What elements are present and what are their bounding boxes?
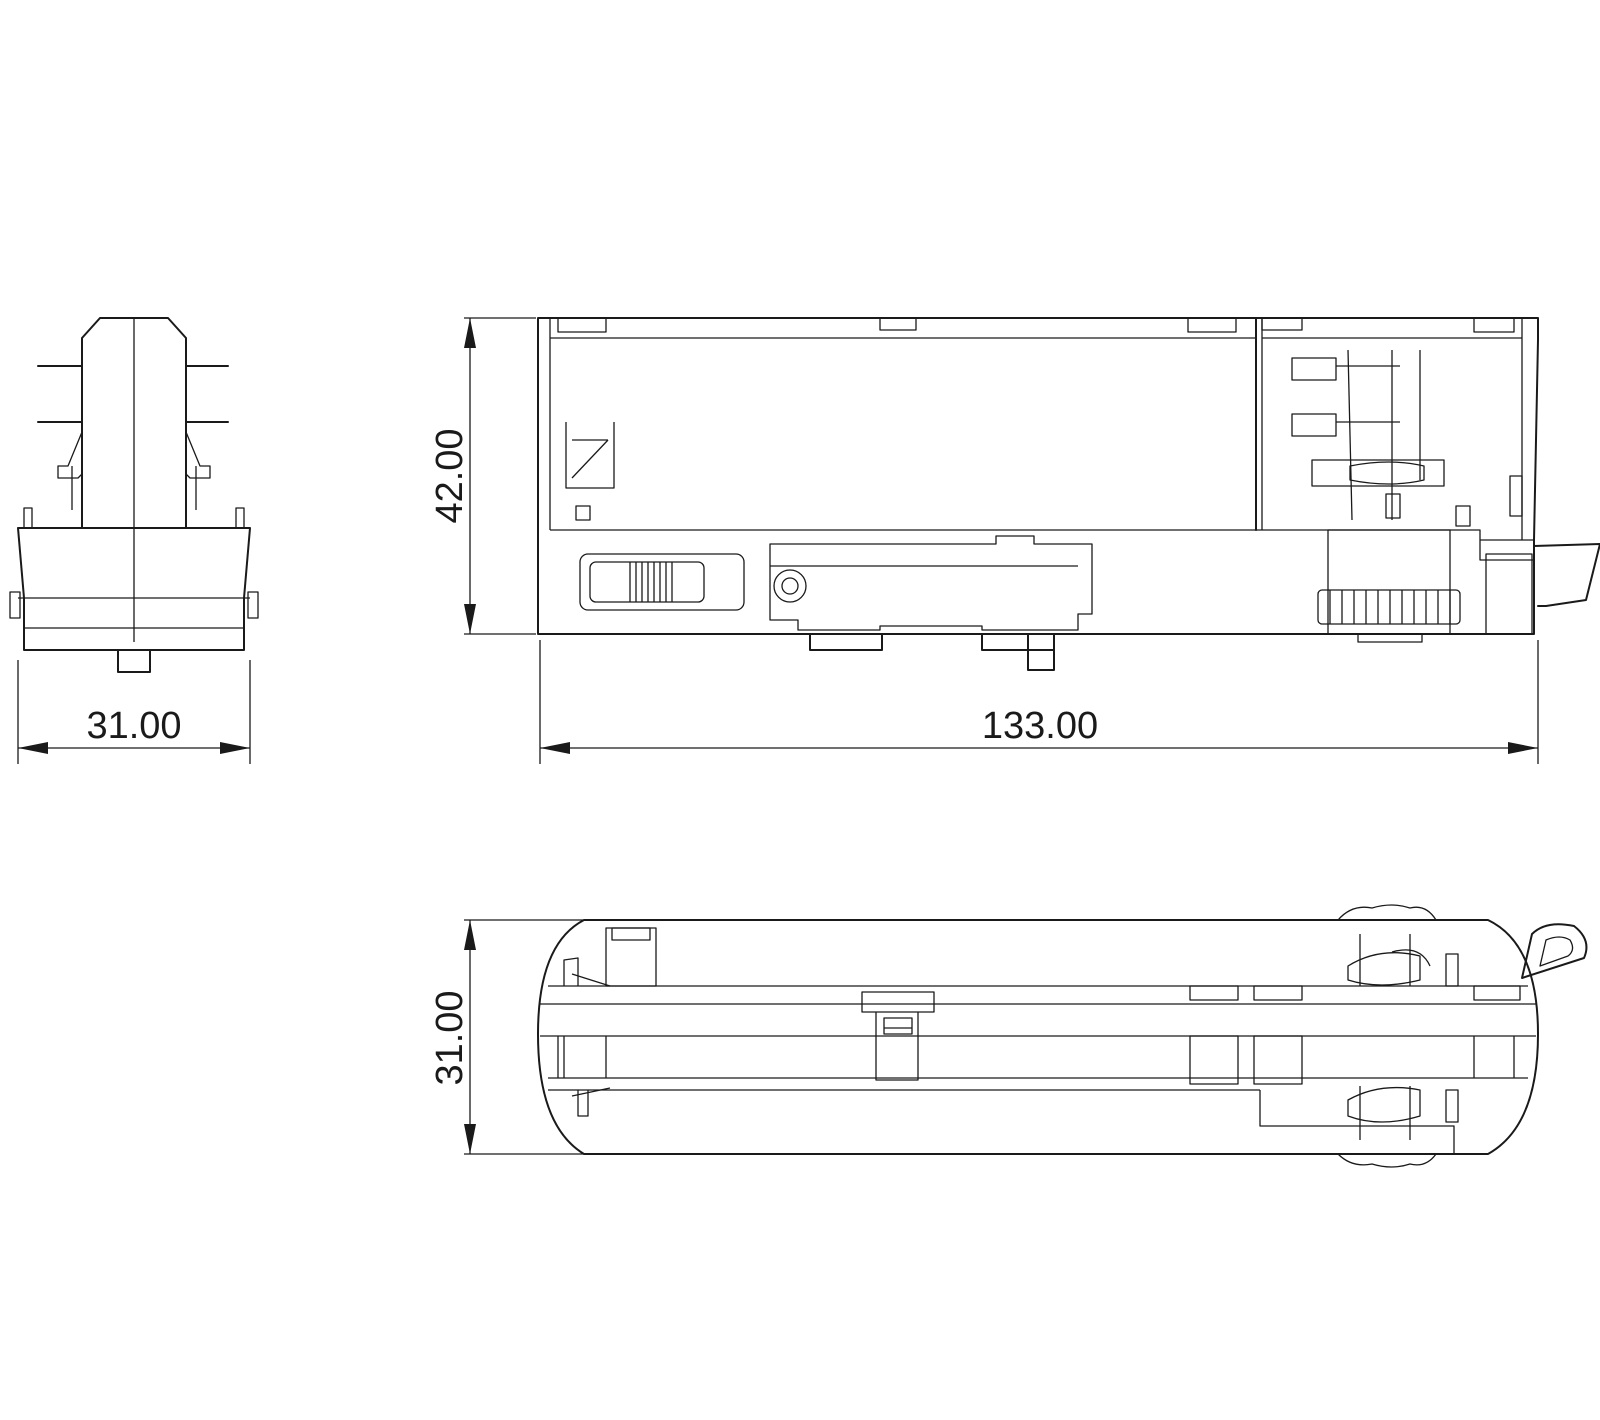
dim-side-height-label: 42.00 <box>429 428 471 523</box>
knurled-wheel <box>1317 589 1461 625</box>
side-view <box>537 317 1600 671</box>
dim-side-length: 133.00 <box>539 640 1539 764</box>
dim-end-width-label: 31.00 <box>86 705 181 747</box>
dim-top-width-label: 31.00 <box>429 990 471 1085</box>
dim-end-width: 31.00 <box>17 660 251 764</box>
dim-side-length-label: 133.00 <box>982 705 1098 747</box>
slider-grip <box>629 562 673 602</box>
end-view <box>9 317 259 673</box>
top-view <box>537 904 1588 1168</box>
dim-side-height: 42.00 <box>429 317 536 635</box>
dim-top-width: 31.00 <box>429 919 584 1155</box>
